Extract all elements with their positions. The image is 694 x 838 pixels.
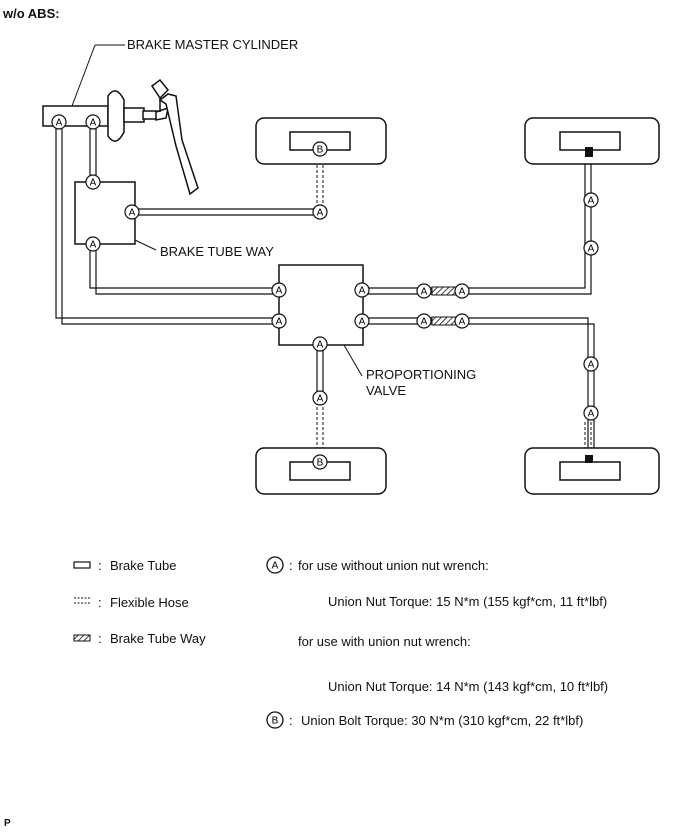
spec-marker-b: B (266, 711, 284, 729)
marker-a: A (416, 313, 432, 329)
svg-text:A: A (90, 178, 97, 189)
svg-text:A: A (317, 340, 324, 351)
spec-a-title2: for use with union nut wrench: (298, 634, 471, 649)
svg-text:A: A (459, 317, 466, 328)
svg-text:A: A (588, 409, 595, 420)
svg-text:A: A (421, 287, 428, 298)
legend-symbols (73, 561, 91, 642)
svg-text:A: A (588, 196, 595, 207)
spec-a-line1: Union Nut Torque: 15 N*m (155 kgf*cm, 11… (328, 594, 608, 609)
spec-a-title: for use without union nut wrench: (298, 558, 489, 573)
wheel-rear-right-cylinder (559, 461, 621, 481)
spec-b-colon: : (289, 713, 293, 728)
marker-a: A (85, 174, 101, 190)
svg-text:A: A (359, 317, 366, 328)
marker-a: A (354, 282, 370, 298)
tube-way-segment (431, 286, 457, 296)
svg-text:A: A (588, 360, 595, 371)
svg-text:A: A (359, 286, 366, 297)
marker-a: A (583, 405, 599, 421)
spec-marker-a: A (266, 556, 284, 574)
legend-sep: : (98, 558, 102, 573)
marker-a: A (454, 283, 470, 299)
spec-a-line2: Union Nut Torque: 14 N*m (143 kgf*cm, 10… (328, 679, 609, 694)
marker-a: A (271, 313, 287, 329)
svg-text:A: A (56, 118, 63, 129)
legend-flexible-hose: Flexible Hose (110, 595, 189, 610)
valve-label: VALVE (366, 383, 406, 398)
svg-text:A: A (459, 287, 466, 298)
svg-text:A: A (317, 394, 324, 405)
legend-brake-tube-way: Brake Tube Way (110, 631, 206, 646)
tube-way-label: BRAKE TUBE WAY (160, 244, 274, 259)
proportioning-label: PROPORTIONING (366, 367, 477, 382)
brake-tube-symbol (73, 561, 91, 569)
svg-text:A: A (272, 561, 279, 572)
marker-a: A (416, 283, 432, 299)
marker-a: A (354, 313, 370, 329)
spec-a-colon: : (289, 558, 293, 573)
brake-tube-way-symbol (73, 634, 91, 642)
legend-sep: : (98, 595, 102, 610)
marker-a: A (271, 282, 287, 298)
marker-a: A (312, 204, 328, 220)
valve-leader (343, 344, 363, 377)
flexible-hoses (316, 155, 592, 456)
master-cylinder-leader-2 (71, 44, 96, 107)
page-title: w/o ABS: (3, 6, 60, 21)
svg-text:A: A (90, 240, 97, 251)
master-cylinder-label: BRAKE MASTER CYLINDER (127, 37, 299, 52)
proportioning-valve-block (278, 264, 364, 346)
svg-text:B: B (317, 458, 324, 469)
tube-way-leader (134, 239, 157, 251)
svg-text:A: A (129, 208, 136, 219)
marker-a: A (312, 336, 328, 352)
marker-a: A (85, 236, 101, 252)
spec-b-line: Union Bolt Torque: 30 N*m (310 kgf*cm, 2… (301, 713, 584, 728)
footer-code: P (4, 818, 11, 829)
legend-sep: : (98, 631, 102, 646)
svg-text:A: A (276, 317, 283, 328)
union-bolt-markers: B B (312, 141, 328, 470)
svg-text:A: A (421, 317, 428, 328)
svg-text:A: A (317, 208, 324, 219)
legend-brake-tube: Brake Tube (110, 558, 177, 573)
marker-a: A (124, 204, 140, 220)
svg-text:B: B (272, 716, 279, 727)
master-cylinder (42, 78, 199, 196)
marker-a: A (583, 240, 599, 256)
svg-text:A: A (276, 286, 283, 297)
svg-text:A: A (90, 118, 97, 129)
fitting-front-right (585, 147, 593, 157)
marker-a: A (312, 390, 328, 406)
marker-b: B (312, 454, 328, 470)
fitting-rear-right (585, 455, 593, 463)
marker-a: A (454, 313, 470, 329)
tube-way-segment (431, 316, 457, 326)
marker-a: A (85, 114, 101, 130)
marker-a: A (51, 114, 67, 130)
svg-text:A: A (588, 244, 595, 255)
union-nut-markers: A A A A A A A A A A A A A A A A A A A A (51, 114, 599, 421)
marker-a: A (583, 356, 599, 372)
wheels (255, 117, 660, 495)
marker-b: B (312, 141, 328, 157)
svg-text:B: B (317, 145, 324, 156)
marker-a: A (583, 192, 599, 208)
